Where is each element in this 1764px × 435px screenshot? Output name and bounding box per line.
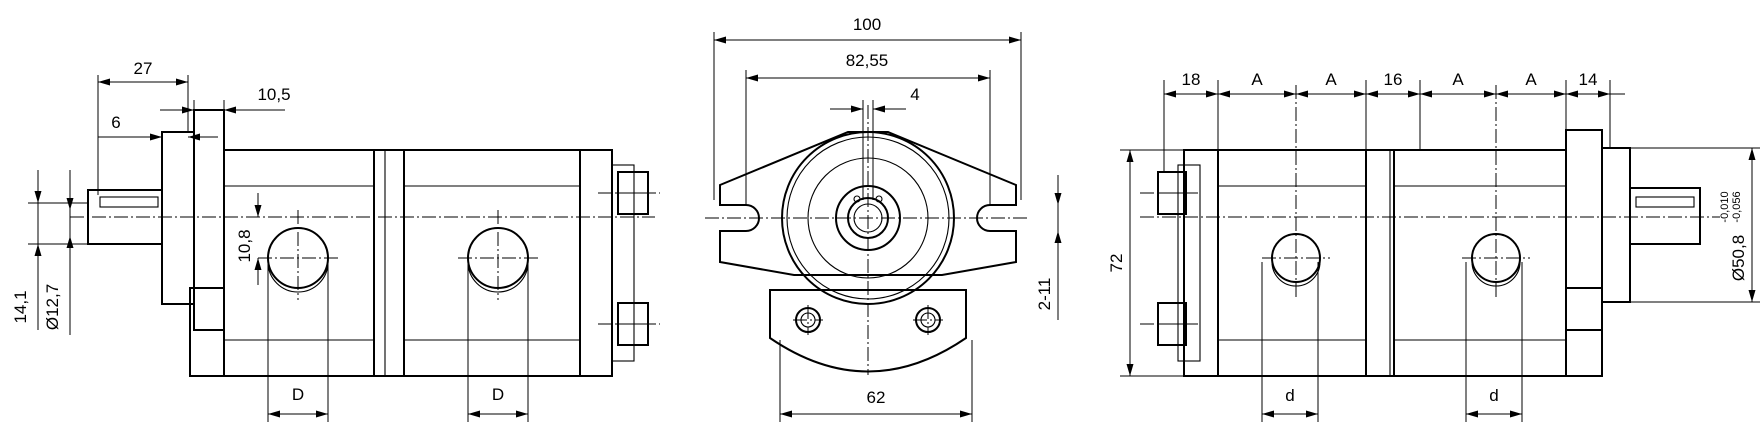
dim-label-pilot-diameter: Ø50,8 [1729,235,1748,281]
shaft-key-right [1635,196,1695,208]
dim-label-82-55: 82,55 [846,51,889,70]
rear-cover-right [1183,149,1219,377]
flange-plate-right [1565,129,1603,331]
dim-label-a-2: A [1325,70,1337,89]
right-side-view: 18 A A 16 A A 14 72 Ø50,8 -0,010 -0,056 … [1107,70,1760,422]
tolerance-lower: -0,056 [1731,191,1743,222]
dim-label-100: 100 [853,15,881,34]
dim-label-10-8: 10,8 [235,229,254,262]
dim-label-a-3: A [1452,70,1464,89]
mounting-flange-right [1601,147,1631,303]
dim-label-14-1: 14,1 [11,290,30,323]
pump-body-lower [769,289,967,373]
tolerance-upper: -0,010 [1719,191,1731,222]
intermediate-plate [373,149,405,377]
dim-label-port-small-d-2: d [1489,386,1498,405]
dim-label-port-d-2: D [492,385,504,404]
flange-lower-foot [189,287,225,377]
rear-end-plate [611,164,635,362]
drive-shaft-right [1629,187,1701,245]
dim-label-14: 14 [1579,70,1598,89]
dim-label-27: 27 [134,59,153,78]
rear-end-plate-right [1177,164,1201,362]
rear-cover [579,149,613,377]
dim-label-18: 18 [1182,70,1201,89]
dim-label-2-11: 2-11 [1035,278,1054,311]
dim-label-shaft-diameter: Ø12,7 [43,284,62,330]
pump-section-right-1 [1217,149,1367,377]
dim-label-72: 72 [1107,254,1126,273]
dim-label-4: 4 [910,85,919,104]
front-view: 100 82,55 4 2-11 62 [705,15,1062,422]
flange-outline [719,131,1017,276]
dim-label-10-5: 10,5 [257,85,290,104]
dim-label-port-small-d-1: d [1285,386,1294,405]
pump-section-2 [403,149,581,377]
shaft-key [99,196,159,208]
flange-plate [193,109,225,331]
flange-lower-foot-right [1565,287,1603,377]
dim-label-a-4: A [1525,70,1537,89]
dim-label-port-d-1: D [292,385,304,404]
dim-label-6: 6 [111,113,120,132]
left-side-view: 27 10,5 6 10,8 14,1 Ø12,7 [11,59,660,422]
mounting-flange [161,131,195,305]
dim-label-a-1: A [1251,70,1263,89]
dim-label-62: 62 [867,388,886,407]
dim-label-16: 16 [1384,70,1403,89]
pump-section-right-2 [1393,149,1567,377]
